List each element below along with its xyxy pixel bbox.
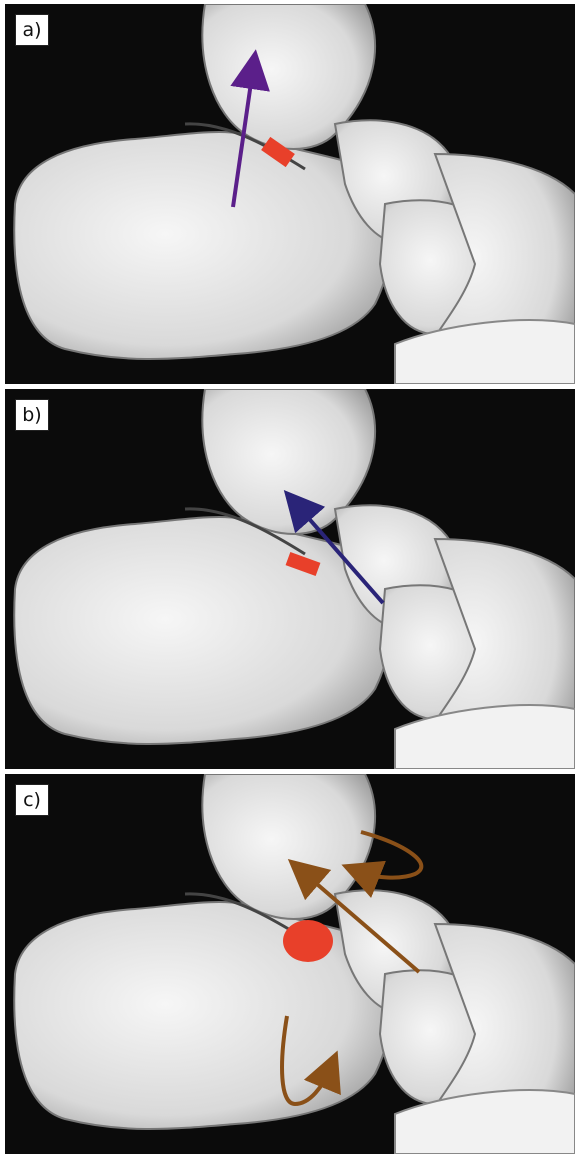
panel-c: c) [5,774,575,1154]
red-ellipse-marker [283,920,333,962]
calcaneus-bone [14,902,391,1129]
panel-a: a) [5,4,575,384]
panel-b: b) [5,389,575,769]
panel-b-illustration [5,389,575,769]
panel-label: c) [15,784,49,816]
panel-label: a) [15,14,49,46]
panel-label: b) [15,399,49,431]
panel-c-illustration [5,774,575,1154]
calcaneus-bone [14,132,391,359]
panel-a-illustration [5,4,575,384]
